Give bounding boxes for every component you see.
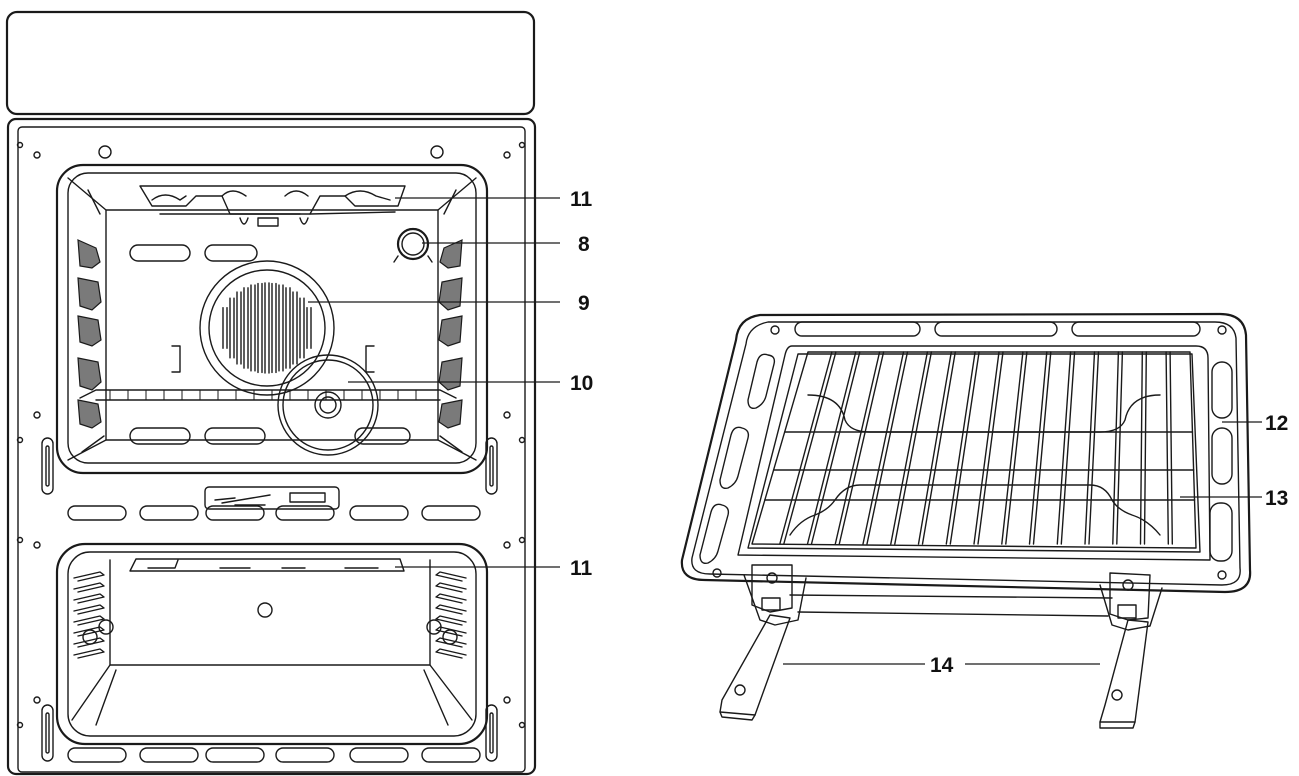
callout-14-label: 14 [930,654,954,677]
shelf-supports-right [438,239,463,429]
fan-icon [199,260,335,396]
main-oven-cavity [55,163,489,475]
callout-11-bottom-label: 11 [570,557,593,580]
grill-element-icon [139,185,406,227]
control-panel [5,10,536,116]
oven-body [6,117,537,776]
middle-panel [67,486,481,521]
shelf-supports-left [77,239,102,429]
callout-13-label: 13 [1265,487,1288,510]
callout-12-label: 12 [1265,412,1288,435]
callout-9-label: 9 [578,292,590,315]
rotisserie-wheel [277,354,379,456]
wire-rack-icon [751,351,1197,549]
callout-11-top-label: 11 [570,188,593,211]
lower-oven-cavity [55,542,489,763]
leader-lines [308,197,1262,665]
callout-10-label: 10 [570,372,593,395]
callout-8-label: 8 [578,233,590,256]
oven-rack-rail [79,389,457,401]
baking-tray-icon [680,312,1252,594]
tray-leg-icon [719,564,1163,729]
lamp-icon [393,227,433,263]
